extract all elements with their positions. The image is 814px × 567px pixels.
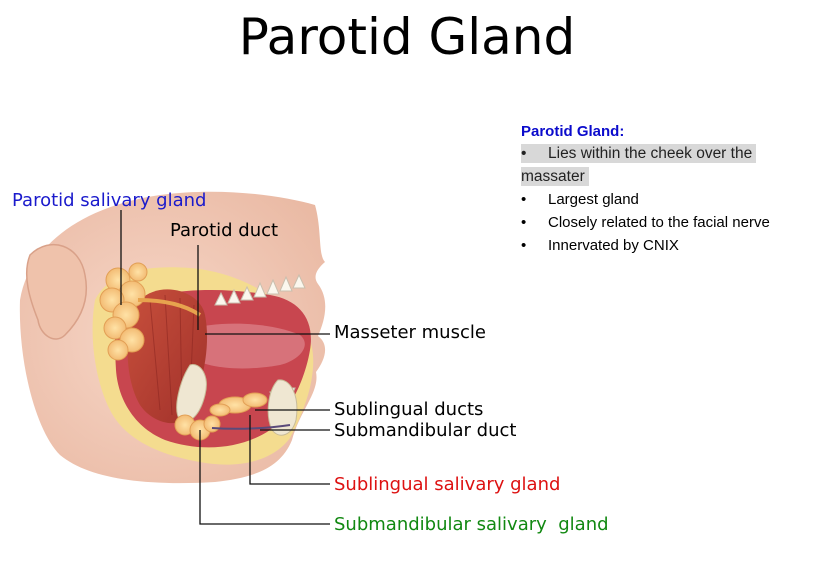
label-sublingual-ducts: Sublingual ducts: [334, 399, 484, 420]
label-submandibular-salivary-gland: Submandibular salivary gland: [334, 514, 609, 535]
upper-teeth: [214, 273, 306, 306]
chin-bone: [267, 379, 298, 436]
notes-panel: Parotid Gland: •Lies within the cheek ov…: [521, 123, 814, 257]
sublingual-gland: [209, 392, 268, 417]
parotid-duct-line: [137, 298, 202, 317]
label-parotid-duct: Parotid duct: [170, 220, 279, 241]
notes-heading: Parotid Gland:: [521, 123, 625, 140]
mandible-bone: [176, 364, 207, 422]
leader-lines: [120, 210, 330, 525]
notes-list: •Lies within the cheek over the massater…: [521, 142, 814, 257]
label-sublingual-salivary-gland: Sublingual salivary gland: [334, 474, 561, 495]
notes-item: Closely related to the facial nerve: [521, 211, 814, 234]
notes-item: Largest gland: [521, 188, 814, 211]
page-title: Parotid Gland: [238, 8, 576, 66]
notes-item: •Lies within the cheek over the massater: [521, 142, 814, 188]
label-parotid-salivary-gland: Parotid salivary gland: [12, 190, 207, 211]
label-submandibular-duct: Submandibular duct: [334, 420, 517, 441]
label-masseter-muscle: Masseter muscle: [334, 322, 486, 343]
ear: [25, 244, 87, 340]
submandibular-duct-line: [211, 424, 291, 430]
tongue: [185, 323, 305, 369]
notes-item-text: Lies within the cheek over the massater: [521, 145, 753, 185]
notes-item: Innervated by CNIX: [521, 234, 814, 257]
